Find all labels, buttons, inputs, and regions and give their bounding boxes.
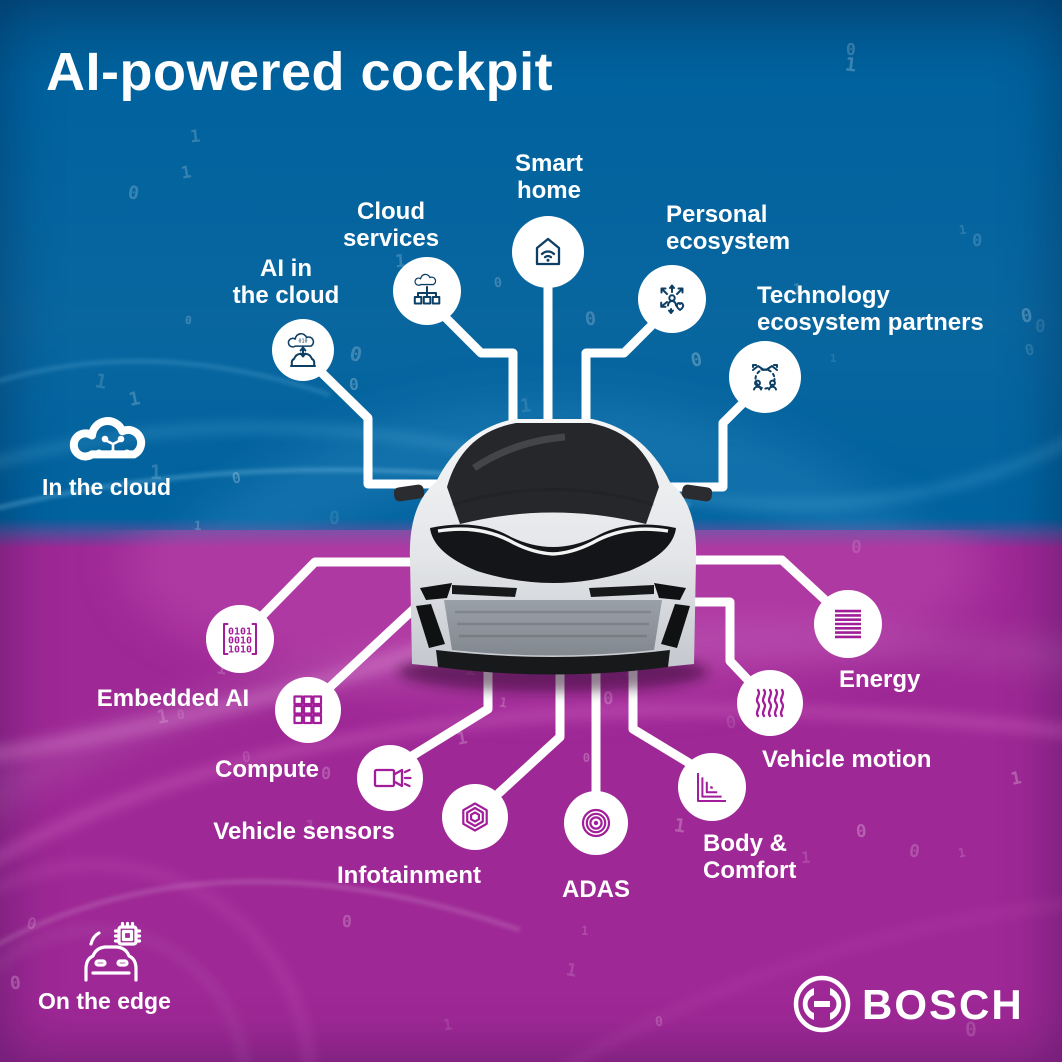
node-label-technology-ecosystem-partners: Technology ecosystem partners <box>757 282 984 336</box>
node-cloud-services <box>393 257 461 325</box>
chip-grid-icon <box>293 695 323 725</box>
car-grille <box>444 600 662 656</box>
camera-icon <box>373 768 412 788</box>
node-vehicle-motion <box>737 670 803 736</box>
wavy-lines-icon <box>755 688 785 718</box>
node-body-comfort <box>678 753 746 821</box>
brand-wordmark: BOSCH <box>862 981 1024 1028</box>
node-smart-home <box>512 216 584 288</box>
svg-text:0101: 0101 <box>228 627 252 638</box>
nested-corners-icon <box>697 773 726 802</box>
svg-text:010: 010 <box>298 339 307 345</box>
person-arrows-heart-icon <box>660 284 685 314</box>
nested-hexagons-icon <box>462 802 488 832</box>
node-label-personal-ecosystem: Personal ecosystem <box>666 201 791 255</box>
cloud-network-icon <box>69 417 146 461</box>
node-label-energy: Energy <box>839 666 921 693</box>
node-adas <box>564 791 628 855</box>
handshake-people-icon <box>752 364 778 391</box>
node-embedded-ai: 0101 0010 1010 <box>206 605 274 673</box>
node-label-cloud-services: Cloud services <box>342 198 440 252</box>
node-label-ai-in-the-cloud: AI in the cloud <box>232 255 340 309</box>
connector-personal-ecosystem <box>581 321 656 437</box>
page-title: AI-powered cockpit <box>46 42 554 102</box>
node-vehicle-sensors <box>357 745 423 811</box>
node-label-vehicle-sensors: Vehicle sensors <box>213 818 395 845</box>
stacked-lines-icon <box>835 609 861 639</box>
node-ai-in-the-cloud: 010 <box>272 319 334 381</box>
connector-ai-in-the-cloud <box>317 368 445 489</box>
radar-target-icon <box>581 808 611 838</box>
node-label-body-comfort: Body & Comfort <box>703 830 797 884</box>
car-front-illustration <box>393 419 713 692</box>
edge-nodes: 0101 0010 1010 <box>206 590 882 855</box>
svg-text:1010: 1010 <box>228 645 252 656</box>
car-mirror-right <box>681 484 713 502</box>
cloud-car-ai-icon: 010 <box>287 333 316 367</box>
node-label-infotainment: Infotainment <box>337 862 481 889</box>
node-energy <box>814 590 882 658</box>
node-personal-ecosystem <box>638 265 706 333</box>
connector-energy <box>681 555 829 604</box>
node-label-embedded-ai: Embedded AI <box>96 685 250 712</box>
node-label-vehicle-motion: Vehicle motion <box>762 746 932 773</box>
connector-embedded-ai <box>257 557 415 621</box>
node-label-adas: ADAS <box>561 876 631 903</box>
node-label-smart-home: Smart home <box>514 150 584 204</box>
zone-label-in-the-cloud: In the cloud <box>42 474 172 500</box>
zone-label-on-the-edge: On the edge <box>38 988 171 1014</box>
connector-vehicle-motion <box>673 597 753 685</box>
cloud-nodes: 010 <box>272 216 801 413</box>
svg-text:0010: 0010 <box>228 636 252 647</box>
connector-cloud-services <box>441 313 518 437</box>
car-mirror-left <box>393 484 425 502</box>
car-chip-icon <box>84 921 142 982</box>
house-wifi-icon <box>535 237 561 266</box>
node-label-compute: Compute <box>215 756 319 783</box>
node-compute <box>275 677 341 743</box>
bosch-armature-icon <box>793 975 851 1033</box>
car-windshield <box>447 423 659 524</box>
cloud-hierarchy-icon <box>413 273 441 305</box>
node-infotainment <box>442 784 508 850</box>
binary-code-icon: 0101 0010 1010 <box>223 623 257 656</box>
node-technology-ecosystem-partners <box>729 341 801 413</box>
